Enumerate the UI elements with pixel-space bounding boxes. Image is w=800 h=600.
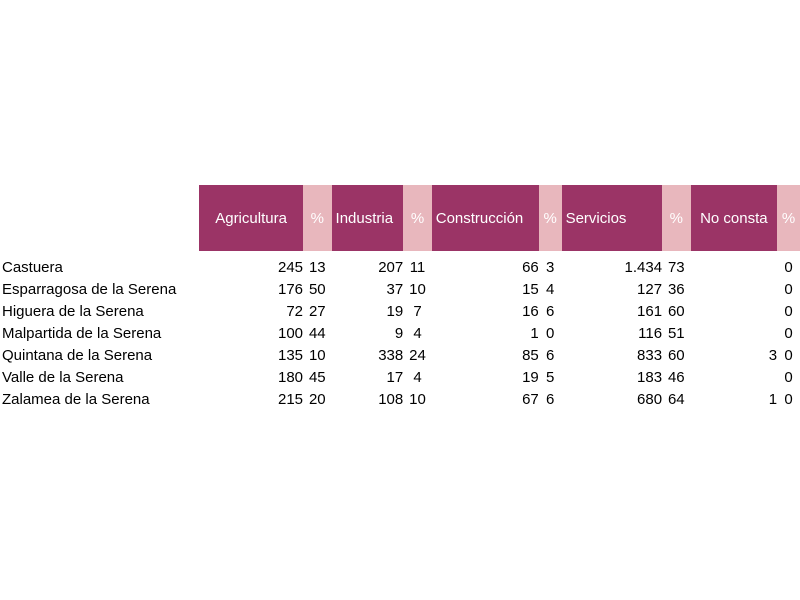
table-cell: 0	[784, 325, 793, 342]
table-cell: 215	[278, 391, 304, 408]
municipality-name: Zalamea de la Serena	[2, 391, 150, 408]
table-cell: 0	[784, 391, 793, 408]
table-cell: 9	[394, 325, 404, 342]
table-cell	[691, 321, 778, 343]
municipality-name: Esparragosa de la Serena	[2, 281, 177, 298]
table-cell: 0	[784, 259, 793, 276]
header-blank	[0, 185, 199, 251]
table-cell: 20	[308, 391, 326, 408]
table-cell: 13	[308, 259, 326, 276]
table-cell: 11	[409, 259, 426, 276]
table-cell: 1.434	[624, 259, 663, 276]
header-servicios: Servicios	[561, 185, 663, 251]
table-cell: 19	[386, 303, 404, 320]
table-cell: 5	[545, 369, 555, 386]
table-cell: 72	[286, 303, 304, 320]
table-cell: 176	[278, 281, 304, 298]
table-cell: 10	[409, 391, 426, 408]
table-cell: 51	[667, 325, 685, 342]
table-cell: 0	[784, 303, 793, 320]
municipality-name: Castuera	[2, 259, 63, 276]
table-cell: 50	[308, 281, 326, 298]
municipality-name: Quintana de la Serena	[2, 347, 153, 364]
table-cell: 10	[308, 347, 326, 364]
municipality-name: Malpartida de la Serena	[2, 325, 162, 342]
table-cell: 6	[545, 347, 555, 364]
table-cell: 0	[784, 369, 793, 386]
header-construccion: Construcción	[431, 185, 539, 251]
table-cell	[691, 299, 778, 321]
municipality-name: Valle de la Serena	[2, 369, 124, 386]
table-cell: 46	[667, 369, 685, 386]
table-cell: 3	[545, 259, 555, 276]
table-cell: 127	[637, 281, 663, 298]
table-cell: 0	[784, 347, 793, 364]
table-cell: 6	[545, 391, 555, 408]
table-cell: 135	[278, 347, 304, 364]
table-cell: 37	[386, 281, 404, 298]
table-cell: 4	[413, 325, 422, 342]
header-industria-percent: %	[403, 185, 432, 251]
header-row: Agricultura % Industria % Construcción %…	[0, 185, 800, 251]
table-cell: 207	[378, 259, 404, 276]
data-table: Agricultura % Industria % Construcción %…	[0, 185, 800, 409]
table-cell: 833	[637, 347, 663, 364]
table-cell: 7	[413, 303, 422, 320]
table-cell: 44	[308, 325, 326, 342]
header-agricultura: Agricultura	[199, 185, 304, 251]
table-cell: 19	[522, 369, 539, 386]
table-cell: 60	[667, 347, 685, 364]
table-cell: 24	[409, 347, 426, 364]
municipality-name: Higuera de la Serena	[2, 303, 144, 320]
table-cell: 183	[637, 369, 663, 386]
table-cell: 66	[522, 259, 539, 276]
table-cell: 6	[545, 303, 555, 320]
table-cell: 3	[768, 347, 778, 364]
table-cell: 0	[784, 281, 793, 298]
table-cell: 73	[667, 259, 685, 276]
table-cell: 1	[768, 391, 778, 408]
table-cell: 10	[409, 281, 426, 298]
table-cell: 85	[522, 347, 539, 364]
table-cell: 4	[413, 369, 422, 386]
table-cell: 1	[530, 325, 539, 342]
table-cell: 4	[545, 281, 555, 298]
table-cell: 67	[522, 391, 539, 408]
table-cell: 161	[637, 303, 663, 320]
table-cell: 108	[378, 391, 404, 408]
table-cell: 680	[637, 391, 663, 408]
header-no-consta: No consta	[690, 185, 778, 251]
header-industria: Industria	[331, 185, 404, 251]
table-cell	[691, 277, 778, 299]
table-cell	[691, 251, 778, 277]
table-cell: 180	[278, 369, 304, 386]
table-cell: 338	[378, 347, 404, 364]
table-cell: 60	[667, 303, 685, 320]
table-cell: 15	[522, 281, 539, 298]
header-servicios-percent: %	[662, 185, 691, 251]
table-cell: 36	[667, 281, 685, 298]
header-no-consta-percent: %	[777, 185, 800, 251]
table-cell	[691, 365, 778, 387]
table-cell: 64	[667, 391, 685, 408]
table-cell: 45	[308, 369, 326, 386]
table-cell: 17	[386, 369, 404, 386]
table-cell: 27	[308, 303, 326, 320]
header-construccion-percent: %	[538, 185, 562, 251]
table-cell: 0	[545, 325, 555, 342]
table-cell: 16	[522, 303, 539, 320]
header-agricultura-percent: %	[303, 185, 332, 251]
table-cell: 100	[278, 325, 304, 342]
table-cell: 116	[638, 325, 663, 342]
table-cell: 245	[278, 259, 304, 276]
